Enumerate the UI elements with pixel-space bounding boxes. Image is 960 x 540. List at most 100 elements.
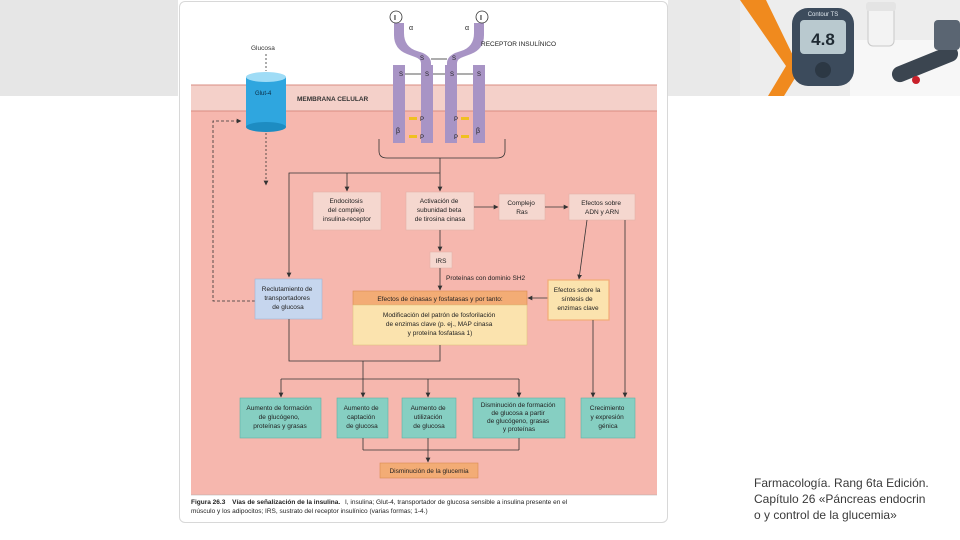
uptake-line: captación	[347, 414, 375, 421]
citation-line-2: Capítulo 26 «Páncreas endocrin	[754, 492, 926, 506]
kinases-title: Efectos de cinasas y fosfatasas y por ta…	[377, 296, 503, 303]
phosphate-mark	[409, 135, 417, 138]
beta-subunit-inner-left	[421, 65, 433, 143]
svg-text:Aumento de utilización: Aumento de utilización de glucosa	[411, 405, 448, 430]
arrow-to-synthesis	[577, 219, 588, 280]
uptake-line: de glucosa	[346, 423, 378, 430]
lancet-device	[934, 20, 960, 50]
disulfide-label: S	[399, 72, 403, 78]
ras-line: Ras	[516, 209, 528, 216]
svg-text:Efectos sobre la sínte: Efectos sobre la síntesis de enzimas cla…	[554, 287, 602, 312]
endocytosis-box: Endocitosis del complejo insulina-recept…	[312, 191, 382, 231]
formation-line: de glucógeno,	[259, 414, 300, 421]
beta-subunit-left	[393, 65, 405, 143]
disulfide-label: S	[477, 72, 481, 78]
growth-line: y expresión	[590, 414, 624, 421]
decrease-formation-line: de glucosa a partir	[491, 410, 545, 417]
alpha-label-left: α	[409, 25, 413, 32]
synthesis-line: enzimas clave	[557, 305, 599, 312]
activation-line: Activación de	[420, 198, 459, 205]
utilization-line: de glucosa	[413, 423, 445, 430]
phosphate-mark	[461, 117, 469, 120]
beta-label-left: β	[396, 128, 400, 135]
svg-text:Disminución de formación: Disminución de formación de glucosa a pa…	[481, 402, 558, 433]
insulin-marker-icon	[389, 10, 403, 24]
disulfide-label: S	[452, 56, 456, 62]
insulin-receptor: S S S S S S α α β β P P P P	[393, 23, 485, 143]
insulin-pen	[891, 45, 959, 83]
svg-text:Aumento de formación d: Aumento de formación de glucógeno, prote…	[246, 405, 313, 430]
caption-title: Vías de señalización de la insulina.	[232, 499, 340, 506]
alpha-subunit-right	[447, 23, 484, 69]
membrane-label: MEMBRANA CELULAR	[297, 96, 369, 103]
insulin-marker-label: I	[480, 15, 482, 22]
phosphate-label: P	[420, 117, 424, 123]
beta-label-right: β	[476, 128, 480, 135]
phosphate-mark	[409, 117, 417, 120]
utilization-line: utilización	[414, 414, 443, 421]
insulin-signaling-diagram: MEMBRANA CELULAR Glucosa Glut-4 S S S S …	[191, 10, 657, 515]
figure-panel: MEMBRANA CELULAR Glucosa Glut-4 S S S S …	[179, 1, 668, 523]
glucose-meter-screen	[800, 20, 846, 54]
uptake-line: Aumento de	[344, 405, 379, 412]
phosphate-label: P	[454, 117, 458, 123]
blood-drop	[912, 76, 920, 84]
svg-text:Endocitosis del comple: Endocitosis del complejo insulina-recept…	[323, 198, 372, 223]
receptor-label: RECEPTOR INSULÍNICO	[481, 39, 556, 48]
irs-label: IRS	[436, 258, 448, 265]
formation-line: Aumento de formación	[246, 405, 312, 412]
ras-line: Complejo	[507, 200, 535, 207]
glycemia-decrease-box: Disminución de la glucemia	[379, 462, 479, 479]
meter-button	[815, 62, 831, 78]
kinases-body-line: Modificación del patrón de fosforilación	[383, 312, 496, 319]
orange-stripe	[740, 0, 800, 96]
glut4-label: Glut-4	[255, 91, 272, 97]
dna-rna-line: Efectos sobre	[581, 200, 621, 207]
formation-increase-box: Aumento de formación de glucógeno, prote…	[239, 397, 322, 439]
insulin-marker-icon	[475, 10, 489, 24]
glucose-label: Glucosa	[251, 45, 275, 52]
glycemia-label: Disminución de la glucemia	[389, 468, 469, 475]
kinases-body-line: de enzimas clave (p. ej., MAP cinasa	[386, 321, 493, 328]
insulin-marker-label: I	[394, 15, 396, 22]
citation-line-1: Farmacología. Rang 6ta Edición.	[754, 476, 929, 490]
glut4-transporter	[246, 77, 286, 127]
disulfide-label: S	[450, 72, 454, 78]
disulfide-label: S	[425, 72, 429, 78]
beta-subunit-right	[473, 65, 485, 143]
activation-line: de tirosina cinasa	[415, 216, 466, 223]
svg-text:Crecimiento y expresió: Crecimiento y expresión génica	[590, 405, 627, 430]
phosphate-label: P	[420, 135, 424, 141]
svg-text:Modificación del patrón de fos: Modificación del patrón de fosforilación…	[383, 312, 497, 337]
recruitment-box: Reclutamiento de transportadores de gluc…	[254, 278, 323, 320]
utilization-increase-box: Aumento de utilización de glucosa	[401, 397, 457, 439]
kinases-phosphatases-box: Efectos de cinasas y fosfatasas y por ta…	[352, 290, 528, 346]
formation-decrease-box: Disminución de formación de glucosa a pa…	[472, 397, 566, 439]
endocytosis-line: insulina-receptor	[323, 216, 372, 223]
vial-cap	[866, 2, 896, 11]
svg-text:Reclutamiento de trans: Reclutamiento de transportadores de gluc…	[262, 286, 314, 311]
enzyme-synthesis-box: Efectos sobre la síntesis de enzimas cla…	[547, 279, 610, 321]
caption-line2: músculo y los adipocitos; IRS, sustrato …	[191, 508, 428, 515]
phosphate-mark	[461, 135, 469, 138]
alpha-label-right: α	[465, 25, 469, 32]
recruitment-line: transportadores	[264, 295, 310, 302]
receptor-bracket	[378, 139, 506, 159]
recruitment-dashed-loop	[212, 118, 255, 302]
decrease-formation-line: de glucógeno, grasas	[487, 418, 550, 425]
utilization-line: Aumento de	[411, 405, 446, 412]
activation-box: Activación de subunidad beta de tirosina…	[405, 191, 475, 231]
endocytosis-line: del complejo	[328, 207, 365, 214]
formation-line: proteínas y grasas	[253, 423, 307, 430]
meter-reading: 4.8	[811, 30, 835, 49]
decrease-formation-line: y proteínas	[503, 426, 536, 433]
dna-rna-line: ADN y ARN	[585, 209, 619, 216]
beta-subunit-inner-right	[445, 65, 457, 143]
bracket-merge	[288, 319, 441, 362]
recruitment-line: Reclutamiento de	[262, 286, 313, 293]
glut4-bottom	[246, 122, 286, 132]
arrow-to-recruitment	[286, 172, 440, 278]
irs-box: IRS	[429, 251, 453, 269]
recruitment-line: de glucosa	[272, 304, 304, 311]
svg-text:Aumento de captación: Aumento de captación de glucosa	[344, 405, 381, 430]
